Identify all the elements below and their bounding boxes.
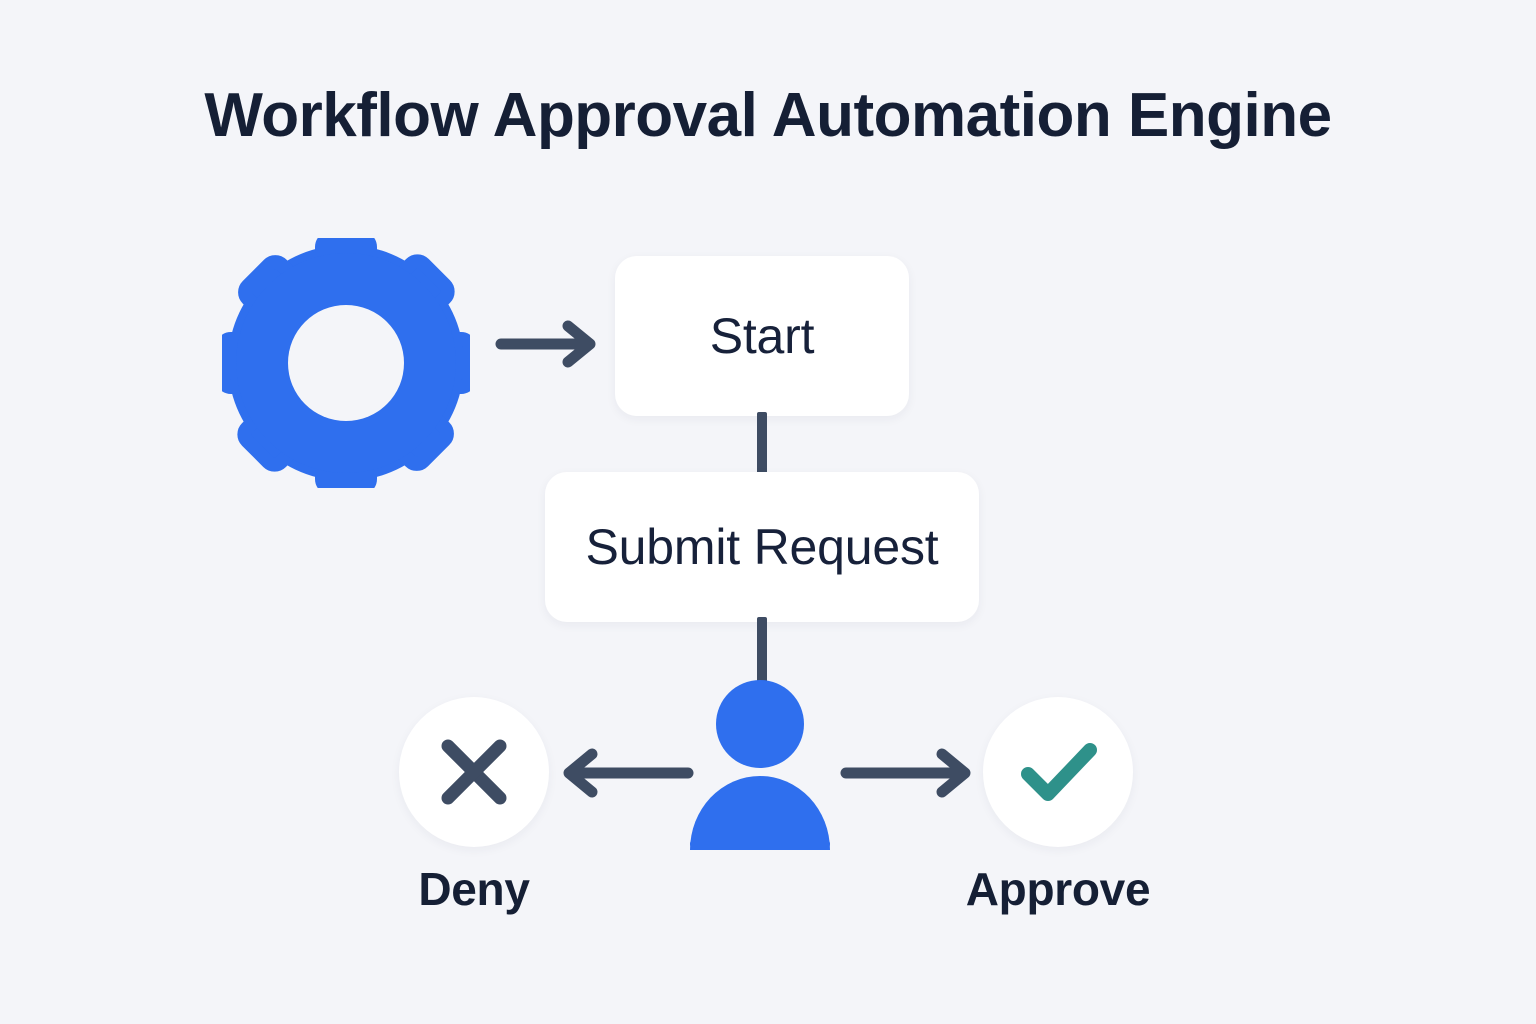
node-start-label: Start xyxy=(709,308,815,364)
node-submit-request[interactable]: Submit Request xyxy=(545,472,979,622)
node-start[interactable]: Start xyxy=(615,256,909,416)
connector-start-to-submit xyxy=(757,412,767,476)
x-mark-icon xyxy=(441,739,507,805)
arrow-right-icon xyxy=(495,320,596,368)
person-icon xyxy=(690,680,830,850)
outcome-deny[interactable] xyxy=(399,697,549,847)
outcome-label-deny: Deny xyxy=(418,863,530,915)
page-title: Workflow Approval Automation Engine xyxy=(204,81,1332,150)
outcome-label-approve: Approve xyxy=(965,863,1151,915)
check-mark-icon xyxy=(1021,743,1097,801)
arrow-right-icon xyxy=(840,748,971,798)
node-submit-request-label: Submit Request xyxy=(585,519,939,575)
connector-submit-to-user xyxy=(757,617,767,689)
outcome-approve[interactable] xyxy=(983,697,1133,847)
arrow-left-icon xyxy=(563,748,694,798)
gear-icon xyxy=(222,238,470,488)
